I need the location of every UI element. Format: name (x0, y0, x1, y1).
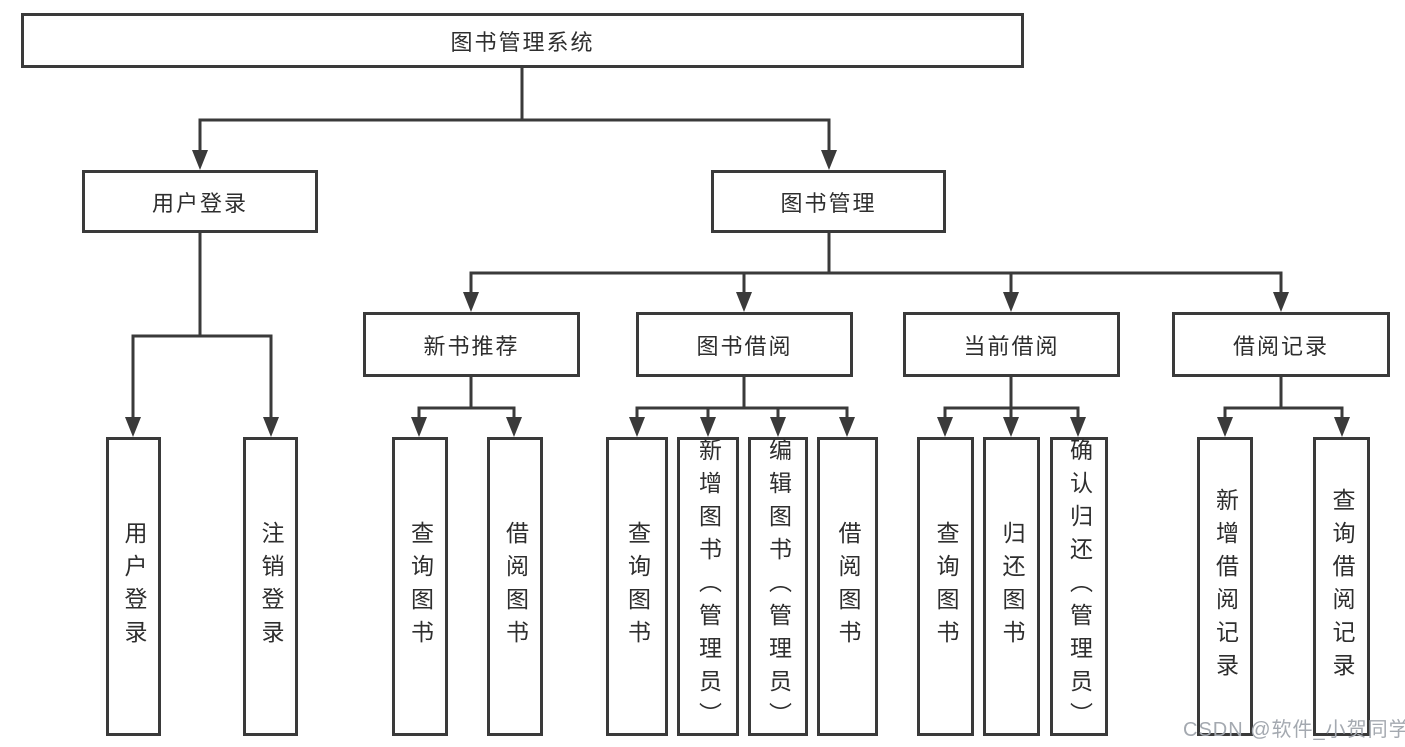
node-book-borrow: 图书借阅 (636, 312, 853, 377)
node-label: 注销登录 (258, 520, 284, 653)
node-label: 当前借阅 (963, 333, 1060, 359)
leaf-borrow-books: 借阅图书 (817, 437, 878, 736)
node-label: 新书推荐 (423, 333, 520, 359)
leaf-confirm-return-admin: 确认归还（管理员） (1050, 437, 1108, 736)
node-current-borrow: 当前借阅 (903, 312, 1120, 377)
leaf-add-books-admin: 新增图书（管理员） (677, 437, 739, 736)
node-root: 图书管理系统 (21, 13, 1024, 68)
leaf-logout: 注销登录 (243, 437, 298, 736)
leaf-user-login: 用户登录 (106, 437, 161, 736)
node-label: 图书管理 (780, 190, 877, 216)
leaf-query-borrow-record: 查询借阅记录 (1313, 437, 1370, 736)
node-label: 新增借阅记录 (1212, 487, 1239, 686)
node-label: 借阅图书 (835, 520, 861, 653)
node-label: 借阅记录 (1232, 333, 1329, 359)
leaf-borrow-books-recommend: 借阅图书 (487, 437, 543, 736)
node-label: 查询借阅记录 (1329, 487, 1355, 686)
watermark: CSDN @软件_小贺同学 (1183, 719, 1405, 741)
leaf-add-borrow-record: 新增借阅记录 (1197, 437, 1253, 736)
node-label: 用户登录 (121, 520, 147, 653)
node-label: 用户登录 (151, 190, 248, 216)
node-borrow-records: 借阅记录 (1172, 312, 1390, 377)
node-label: 编辑图书（管理员） (765, 438, 792, 735)
node-book-management: 图书管理 (711, 170, 946, 233)
leaf-query-books-borrow: 查询图书 (606, 437, 668, 736)
node-label: 查询图书 (407, 520, 434, 653)
node-label: 借阅图书 (502, 520, 529, 653)
node-label: 查询图书 (933, 520, 959, 653)
node-label: 新增图书（管理员） (695, 438, 722, 735)
node-label: 确认归还（管理员） (1066, 438, 1093, 735)
leaf-query-books-recommend: 查询图书 (392, 437, 448, 736)
leaf-return-books: 归还图书 (983, 437, 1040, 736)
leaf-edit-books-admin: 编辑图书（管理员） (748, 437, 808, 736)
node-new-book-recommend: 新书推荐 (363, 312, 580, 377)
leaf-query-books-current: 查询图书 (917, 437, 974, 736)
node-label: 查询图书 (624, 520, 651, 653)
node-label: 图书管理系统 (450, 29, 595, 55)
node-label: 图书借阅 (696, 333, 793, 359)
node-label: 归还图书 (999, 520, 1025, 653)
node-user-login: 用户登录 (82, 170, 318, 233)
